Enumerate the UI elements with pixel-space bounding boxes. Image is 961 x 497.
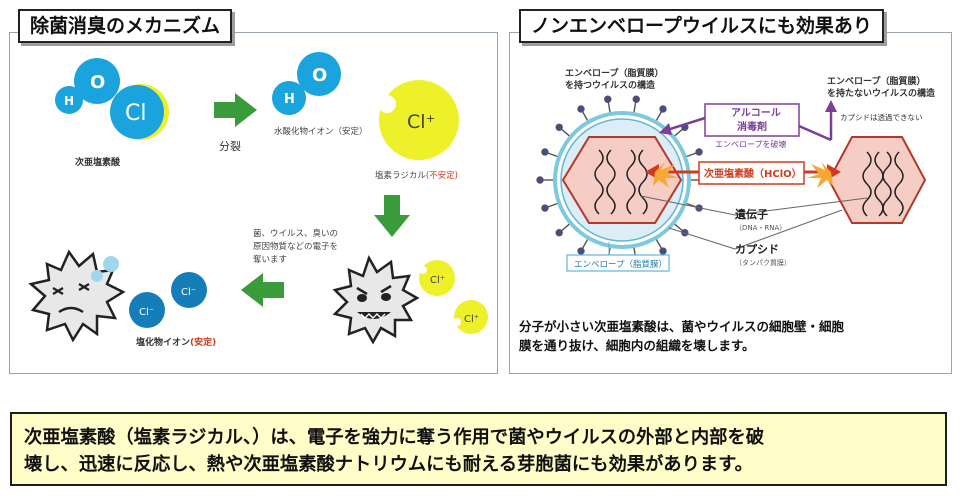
dna-icon [862,151,884,217]
radical-small-2: Cl⁺ [453,300,488,334]
chloride-label: 塩化物イオン(安定) [136,336,216,348]
chloride-symbol: Cl⁻ [139,307,154,318]
oxygen-atom [74,58,120,104]
hocl-label: 次亜塩素酸 [75,156,121,168]
reaction-flash-icon [653,162,833,188]
hocl-label: 次亜塩素酸（HClO） [704,167,802,180]
chlorine-radical-atom [379,80,459,160]
chlorine-atom [110,85,164,139]
hydrogen-atom [55,86,83,114]
capsid-note: カプシドは透過できない [840,112,923,122]
hydrogen-symbol: H [64,94,74,108]
chloride-symbol: Cl⁻ [181,287,196,298]
split-arrow-icon [214,93,257,127]
envelope-spike-head [541,148,549,156]
description-line-2: 膜を通り抜け、細胞内の組織を壊します。 [519,338,755,353]
alcohol-label-1: アルコール [731,107,781,119]
capsid-sub: （タンパク質膜） [735,258,791,267]
germ-defeated-icon [28,249,126,343]
capsid-hexagon [561,136,683,224]
dna-icon [594,149,616,215]
gene-sub: （DNA・RNA） [735,224,786,232]
envelope-spike-head [555,229,563,237]
summary-line-1: 次亜塩素酸（塩素ラジカル、）は、電子を強力に奪う作用で菌やウイルスの外部と内部を… [24,427,765,448]
hydrogen-atom [272,81,306,115]
envelope-spike-head [577,247,585,255]
envelope-spike-head [695,148,703,156]
radical-symbol: Cl⁺ [430,275,445,286]
envelope-spike-head [541,204,549,212]
mechanism-diagram: H O Cl 次亜塩素酸 分裂 H O 水酸化物イオン（安定） Cl⁺ 塩素ラジ… [28,52,488,348]
gene-label: 遺伝子 [734,207,768,221]
hydrogen-symbol: H [284,92,295,107]
radical-small-1: Cl⁺ [419,260,455,296]
dna-icon [626,149,648,215]
summary-box: 次亜塩素酸（塩素ラジカル、）は、電子を強力に奪う作用で菌やウイルスの外部と内部を… [10,412,947,486]
envelope-spike-head [659,247,667,255]
chlorine-radical-label: 塩素ラジカル(不安定) [375,170,458,181]
enveloped-label-2: を持つウイルスの構造 [565,79,656,91]
down-arrow-icon [374,195,410,237]
envelope-spike-head [577,105,585,113]
note-line-3: 奪います [253,254,287,265]
radical-gap [378,95,396,113]
summary-line-2: 壊し、迅速に反応し、熱や次亜塩素酸ナトリウムにも耐える芽胞菌にも効果があります。 [24,454,753,475]
alcohol-note: エンベロープを破壊 [715,139,787,149]
virus-title: ノンエンベロープウイルスにも効果あり [519,9,884,43]
virus-diagram: エンベロープ（脂質膜） を持つウイルスの構造 エンベロープ（脂質膜） を持たない… [536,67,936,272]
envelope-spike-head [555,123,563,131]
envelope-spike-head [632,95,640,103]
germ-angry-icon [332,254,420,345]
chlorine-radical: Cl⁺ 塩素ラジカル(不安定) [375,80,459,181]
envelope-spike-head [659,105,667,113]
capsid-hexagon [827,136,927,224]
note-line-1: 菌、ウイルス、臭いの [253,228,338,239]
note-line-2: 原因物質などの電子を [253,241,338,252]
oxygen-symbol: O [312,65,327,86]
envelope-spike-head [604,95,612,103]
alcohol-arrow-left [666,116,706,132]
hocl-box [698,161,805,185]
nonenveloped-virus [827,136,927,224]
mechanism-title: 除菌消臭のメカニズム [18,9,233,43]
alcohol-box [704,103,800,137]
left-arrow-icon [241,273,284,307]
chlorine-radical-symbol: Cl⁺ [407,111,436,133]
enveloped-label-1: エンベロープ（脂質膜） [565,67,663,79]
split-label: 分裂 [219,140,241,153]
capsid-label: カプシド [735,242,779,256]
envelope-box [566,254,670,272]
envelope-label: エンベロープ（脂質膜） [574,259,667,270]
envelope-spike-head [536,176,544,184]
virus-description: 分子が小さい次亜塩素酸は、菌やウイルスの細胞壁・細胞 膜を通り抜け、細胞内の組織… [519,317,939,355]
hydroxide-label: 水酸化物イオン（安定） [274,126,368,137]
dna-icon [882,151,904,217]
nonenveloped-label-2: を持たないウイルスの構造 [827,87,936,99]
chloride-ion-2: Cl⁻ [129,292,165,328]
radical-symbol: Cl⁺ [464,314,479,325]
enveloped-virus [536,95,708,265]
chlorine-symbol: Cl [125,101,146,126]
chloride-ion-1: Cl⁻ [171,272,207,308]
nonenveloped-label-1: エンベロープ（脂質膜） [827,75,925,87]
oxygen-atom [297,52,341,96]
alcohol-label-2: 消毒剤 [737,120,767,133]
description-line-1: 分子が小さい次亜塩素酸は、菌やウイルスの細胞壁・細胞 [519,319,845,334]
hocl-molecule: H O Cl 次亜塩素酸 [55,58,169,168]
hydroxide-molecule: H O 水酸化物イオン（安定） [272,52,368,137]
oxygen-symbol: O [90,72,105,93]
